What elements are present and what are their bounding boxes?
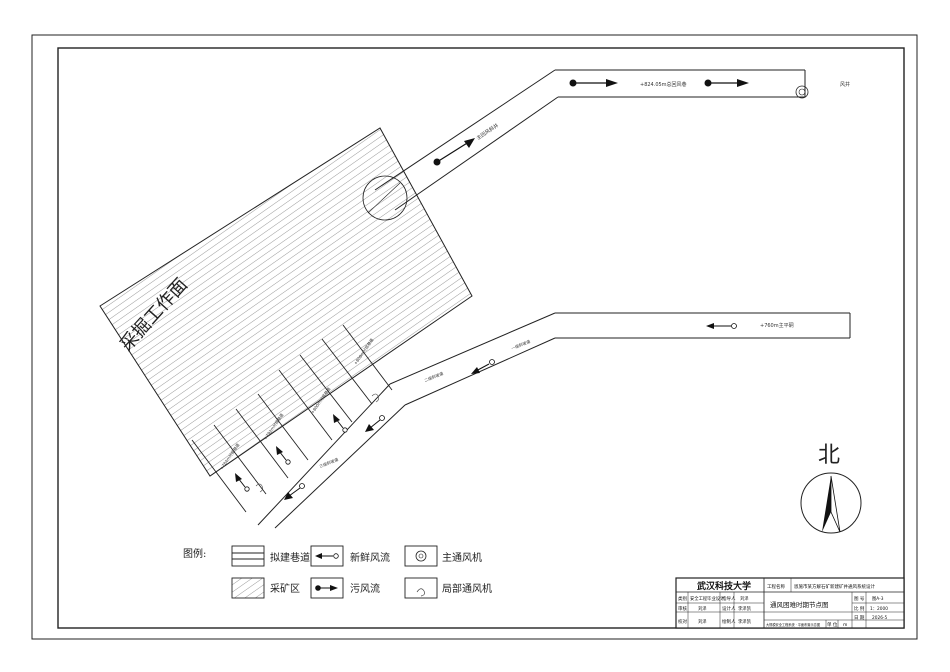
second-ramp-label: 二级斜坡道 — [423, 370, 444, 383]
design-value: 李泽凯 — [738, 605, 752, 612]
north-label: 北 — [818, 443, 840, 468]
legend-label: 采矿区 — [270, 582, 300, 595]
return-airway-label: +824.05m总回风巷 — [640, 81, 687, 88]
legend-label: 拟建巷道 — [270, 551, 310, 564]
return-shaft — [362, 69, 806, 221]
mining-area — [99, 127, 473, 477]
draw-value: 李泽凯 — [738, 618, 752, 625]
design-label: 设计人 — [722, 605, 736, 612]
foul-air-icon — [310, 577, 344, 599]
return-shaft-label: 主回风斜井 — [475, 122, 500, 142]
legend: 图例: 拟建巷道 新鲜风流 主通风机 采矿区 污风流 — [183, 545, 492, 599]
unit-value: m — [843, 623, 847, 628]
review-label: 审核 — [678, 605, 687, 612]
local-fan-icon — [255, 393, 379, 493]
fresh-air-arrow — [284, 483, 305, 500]
scale-label: 比 例 — [854, 605, 865, 612]
review-value: 刘泽 — [698, 605, 707, 612]
legend-label: 局部通风机 — [442, 582, 492, 595]
designer-role-label: 指导人 — [722, 595, 736, 602]
project-name: 恩施市某方解石矿新建矿井通风系统设计 — [794, 583, 875, 590]
fresh-air-arrow — [365, 415, 385, 432]
drawing-title: 通风困难时期节点图 — [770, 600, 829, 609]
check-label: 校对 — [678, 618, 687, 625]
main-fan-legend-icon — [404, 545, 438, 567]
inner-frame — [57, 47, 905, 629]
designer-role-value: 刘泽 — [740, 595, 749, 602]
unit-label: 单 位 — [827, 621, 838, 628]
draw-label: 绘制人 — [722, 618, 736, 625]
fresh-air-arrow — [276, 446, 291, 465]
local-fan-legend-icon — [404, 577, 438, 599]
project-name-label: 工程名称 — [767, 583, 785, 590]
university-name: 武汉科技大学 — [697, 580, 751, 592]
sheet-no-value: 图A-3 — [872, 596, 884, 602]
legend-label: 新鲜风流 — [350, 551, 390, 564]
foul-air-arrow — [569, 79, 618, 87]
foul-air-arrow — [704, 79, 749, 87]
sheet-no-label: 图 号 — [854, 596, 865, 602]
fresh-air-arrow — [471, 359, 495, 374]
fresh-air-arrow — [706, 323, 737, 329]
category-value: 安全工程毕业设计 — [690, 595, 725, 602]
double-line-icon — [231, 545, 265, 567]
north-arrow-icon — [800, 472, 862, 534]
outer-frame — [31, 34, 918, 640]
category-label: 类别 — [678, 595, 687, 602]
intake-incline-label: 一级斜坡道 — [510, 338, 531, 351]
intake-roadway — [257, 312, 851, 529]
hatch-icon — [231, 577, 265, 599]
drawing-number-small: 大规模安全工程系统 · 平面布置示意图 — [766, 622, 820, 627]
fresh-air-icon — [310, 545, 344, 567]
sublevel-drifts — [191, 324, 393, 513]
legend-label: 主通风机 — [442, 551, 482, 564]
intake-level-label: +760m主平硐 — [760, 322, 794, 329]
date-value: 2026-5 — [872, 615, 887, 621]
date-label: 日 期 — [854, 615, 865, 621]
title-block: 武汉科技大学 工程名称 恩施市某方解石矿新建矿井通风系统设计 类别 安全工程毕业… — [675, 577, 905, 629]
fan-station-label: 风井 — [840, 81, 850, 88]
main-fan-icon — [795, 85, 809, 99]
check-value: 刘泽 — [698, 618, 707, 625]
legend-title: 图例: — [183, 547, 206, 560]
fresh-air-arrow — [333, 414, 348, 433]
fresh-air-arrow — [235, 473, 250, 492]
foul-air-arrow — [433, 138, 475, 166]
scale-value: 1：2000 — [870, 606, 888, 612]
legend-label: 污风流 — [350, 582, 380, 595]
